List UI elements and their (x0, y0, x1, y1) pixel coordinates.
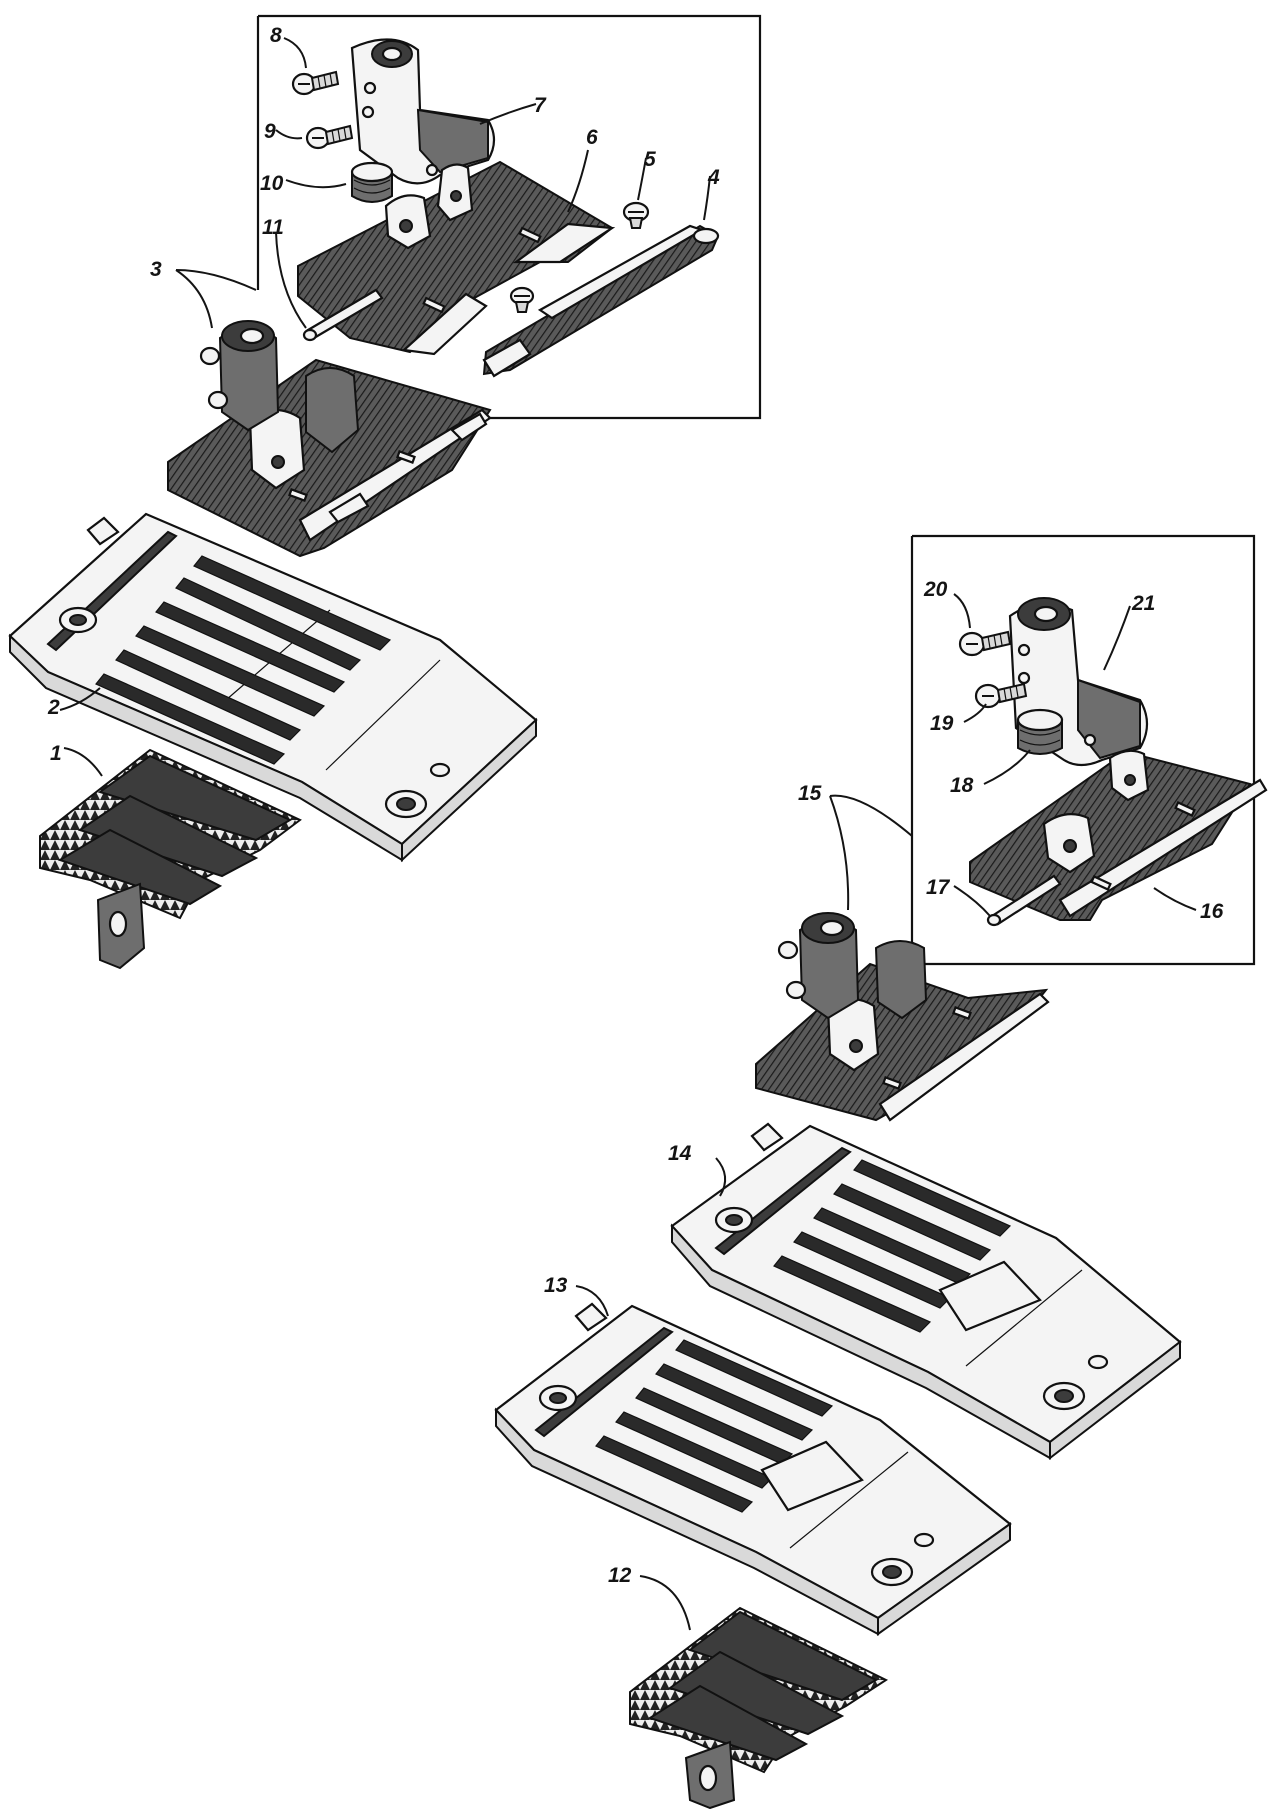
callout-8: 8 (270, 24, 282, 47)
leader-8 (283, 37, 307, 69)
leader-14 (715, 1157, 727, 1197)
leader-3b (175, 269, 213, 329)
inset-frame-left (256, 14, 762, 420)
leader-17 (953, 885, 991, 917)
leader-7 (479, 103, 537, 125)
leader-21 (1103, 605, 1131, 671)
part-16-foot-plate (969, 749, 1268, 921)
part-2-throat-plate (8, 512, 538, 863)
leader-13 (575, 1285, 609, 1317)
callout-14: 14 (668, 1142, 692, 1165)
leader-6 (567, 149, 589, 213)
part-4-guide (482, 224, 720, 378)
part-12-feed-dog (629, 1606, 889, 1809)
leader-4 (703, 175, 711, 221)
leader-16 (1153, 887, 1197, 911)
callout-5: 5 (644, 148, 656, 171)
part-18-set-screw (1016, 708, 1064, 755)
part-17-pin (986, 874, 1062, 927)
leader-15b (829, 795, 850, 911)
part-5-screw (622, 201, 650, 229)
callout-4: 4 (707, 166, 720, 189)
callout-20: 20 (923, 578, 948, 601)
callout-11: 11 (262, 216, 284, 239)
callout-12: 12 (608, 1564, 632, 1587)
part-6-foot-plate (297, 160, 616, 356)
leader-1 (63, 747, 103, 777)
part-8-screw (291, 70, 340, 96)
inset-frame-right (910, 534, 1256, 966)
leader-10 (285, 179, 347, 189)
part-20-screw (958, 630, 1012, 657)
callout-13: 13 (544, 1274, 568, 1297)
callout-15: 15 (798, 782, 822, 805)
callout-labels: 1 2 3 4 5 6 7 8 9 10 11 12 13 14 15 16 1… (47, 24, 1224, 1587)
part-3-presser-foot-assembly (167, 320, 492, 558)
part-11-pin (302, 288, 384, 342)
part-19-screw (974, 682, 1028, 709)
part-10-set-screw (350, 161, 394, 203)
part-14-throat-plate (670, 1122, 1182, 1461)
leader-12 (639, 1575, 691, 1631)
leader-2 (59, 687, 101, 711)
part-13-throat-plate (494, 1302, 1012, 1636)
callout-10: 10 (260, 172, 284, 195)
callout-2: 2 (47, 696, 60, 719)
callout-3: 3 (150, 258, 162, 281)
part-15-presser-foot-assembly (755, 912, 1050, 1122)
leader-3a (175, 269, 257, 291)
callout-6: 6 (586, 126, 598, 149)
callout-7: 7 (534, 94, 547, 117)
callout-1: 1 (50, 742, 62, 765)
leader-9 (275, 129, 303, 140)
callout-21: 21 (1131, 592, 1155, 615)
leader-20 (953, 593, 971, 629)
callout-18: 18 (950, 774, 974, 797)
plate-screw (509, 286, 535, 313)
callout-9: 9 (264, 120, 276, 143)
leader-11 (275, 231, 307, 329)
part-1-feed-dog (39, 748, 302, 970)
part-9-screw (305, 124, 354, 150)
leader-19 (963, 703, 987, 723)
leader-5 (637, 157, 647, 201)
leader-lines (59, 37, 1197, 1631)
leader-15a (829, 794, 913, 837)
callout-16: 16 (1200, 900, 1224, 923)
callout-19: 19 (930, 712, 954, 735)
part-7-shank (350, 38, 496, 185)
leader-18 (983, 749, 1031, 785)
callout-17: 17 (926, 876, 951, 899)
